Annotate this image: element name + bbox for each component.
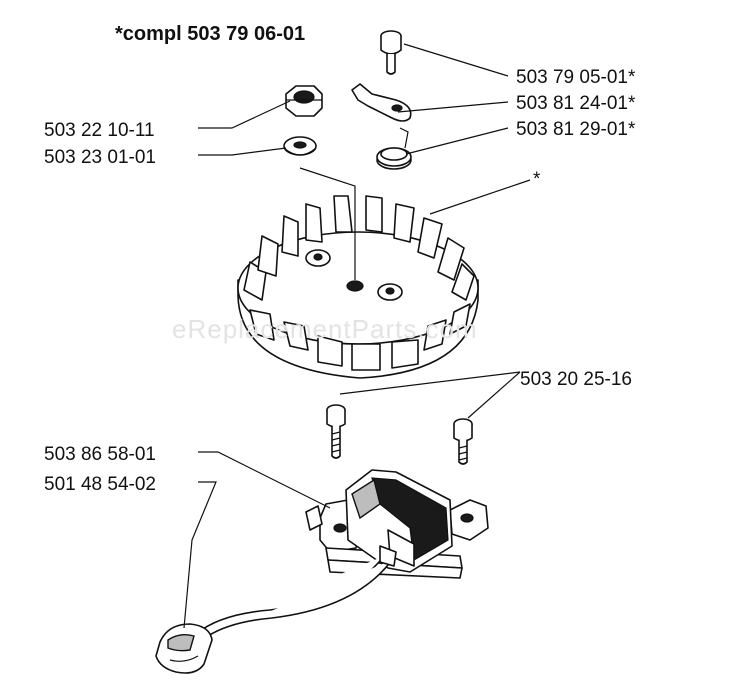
- label-washer: 503 23 01-01: [44, 147, 156, 168]
- watermark: eReplacementParts.com: [172, 314, 478, 344]
- ignition-module-part: [305, 469, 489, 579]
- label-nut: 503 22 10-11: [44, 120, 155, 141]
- flywheel-part: [237, 195, 479, 379]
- bolt-top-part: [380, 30, 402, 75]
- washer-part: [283, 136, 317, 156]
- label-bolt-top: 503 79 05-01*: [516, 67, 636, 88]
- leader-lines: [183, 43, 531, 629]
- label-spark-cap: 501 48 54-02: [44, 474, 156, 495]
- label-pawl: 503 81 24-01*: [516, 93, 636, 114]
- spark-lead-part: [195, 545, 397, 641]
- label-ignition-module: 503 86 58-01: [44, 444, 156, 465]
- pawl-part: [351, 83, 412, 122]
- label-screws: 503 20 25-16: [520, 369, 632, 390]
- assembly-title: *compl 503 79 06-01: [115, 23, 305, 45]
- screw-right-part: [453, 418, 473, 465]
- spark-cap-part: [155, 623, 213, 674]
- nut-part: [285, 85, 323, 117]
- screw-left-part: [326, 404, 346, 459]
- label-spring: 503 81 29-01*: [516, 119, 636, 140]
- label-flywheel: *: [533, 169, 541, 190]
- spring-part: [376, 127, 412, 170]
